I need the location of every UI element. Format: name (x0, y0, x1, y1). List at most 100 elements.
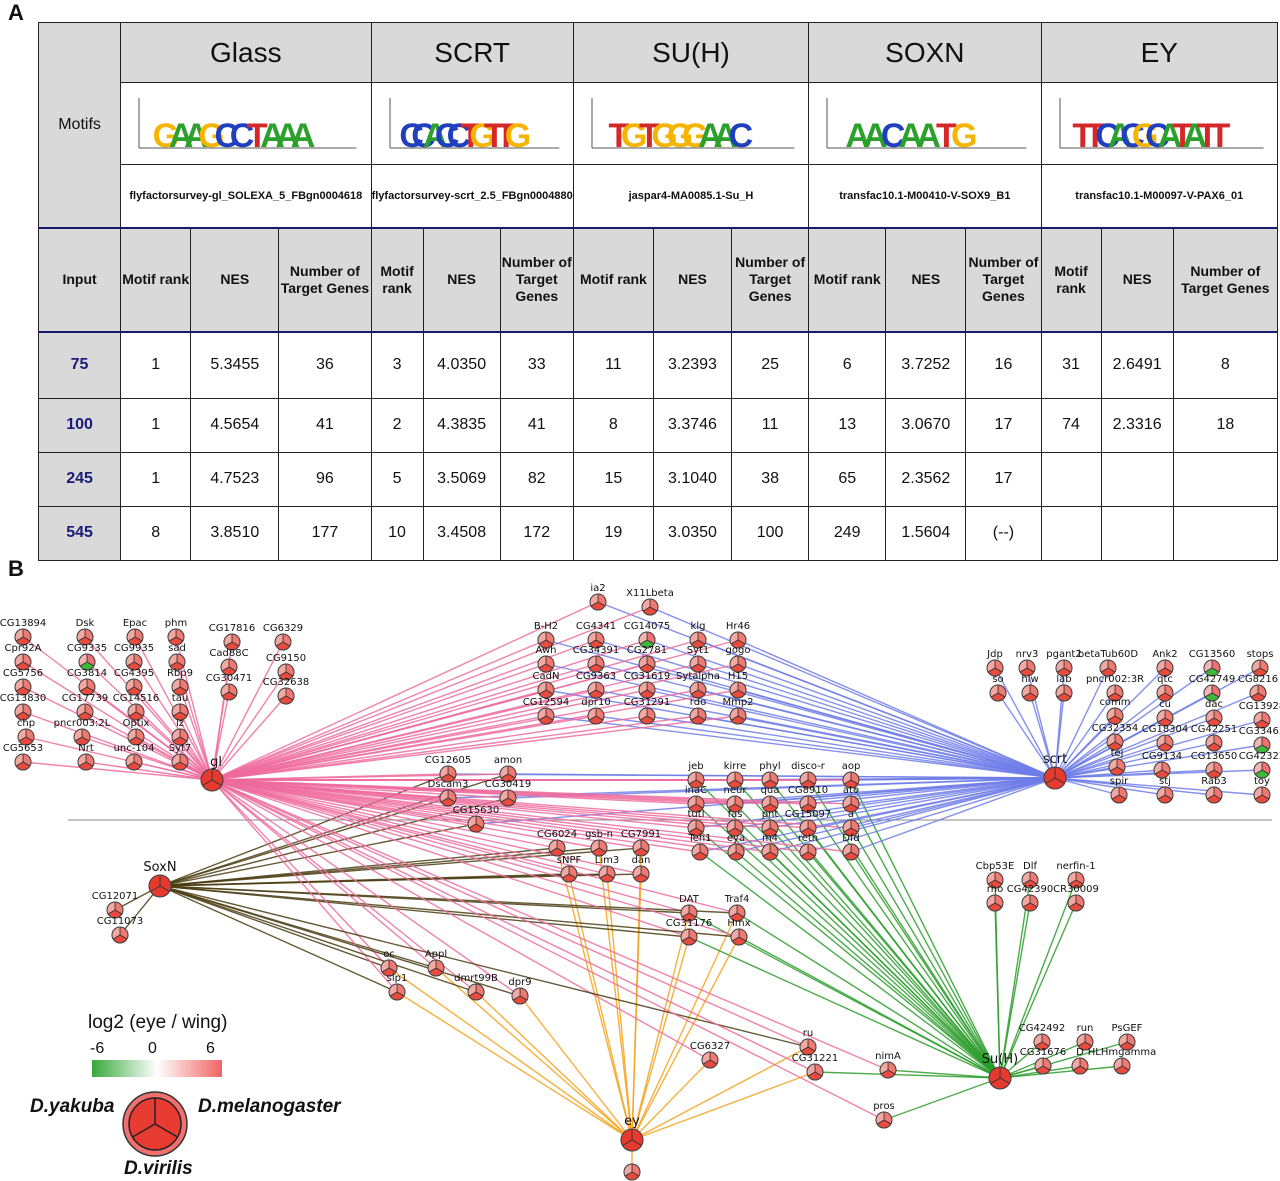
gene-node (467, 983, 485, 1001)
regulatory-edge (999, 879, 1077, 1079)
table-cell: 3.3746 (652, 397, 733, 453)
gene-label: CG14516 (113, 693, 160, 704)
gene-node (1153, 761, 1171, 779)
logo-letter: A (899, 117, 924, 155)
gene-node (1071, 1057, 1089, 1075)
hub-node (148, 874, 172, 898)
table-cell: 2 (370, 397, 424, 453)
gene-label: lab (1056, 674, 1071, 685)
logo-letter: T (1172, 117, 1193, 155)
regulatory-edge (1054, 715, 1116, 779)
gene-label: Mmp2 (722, 697, 753, 708)
gene-label: CG13894 (0, 618, 46, 629)
table-cell (1172, 451, 1279, 507)
species-virilis: D.virilis (124, 1158, 193, 1179)
table-cell: 15 (572, 451, 654, 507)
logo-letter: G (469, 117, 495, 155)
gene-label: Hr46 (726, 621, 750, 632)
gene-label: dac (1205, 699, 1223, 710)
gene-label: PsGEF (1112, 1023, 1143, 1034)
gene-node (689, 707, 707, 725)
regulatory-edge (211, 663, 597, 781)
regulatory-edge (850, 851, 1001, 1079)
gene-node (799, 795, 817, 813)
gene-label: CG9335 (67, 643, 107, 654)
table-cell: 31 (1040, 331, 1102, 399)
hub-label: SoxN (143, 860, 176, 875)
regulatory-edge (211, 641, 284, 781)
regulatory-edge (631, 873, 642, 1141)
gene-label: CG9363 (576, 671, 616, 682)
regulatory-edge (435, 967, 633, 1141)
gene-label: gogo (726, 645, 751, 656)
table-cell: (--) (965, 505, 1042, 562)
gene-node (1108, 758, 1126, 776)
gene-label: CG15630 (453, 805, 500, 816)
gene-label: run (1077, 1023, 1094, 1034)
table-cell: 3.0350 (652, 505, 733, 562)
regulatory-edge (737, 663, 1056, 779)
gene-node (729, 681, 747, 699)
gene-node (1018, 659, 1036, 677)
gene-node (879, 1061, 897, 1079)
regulatory-edge (1054, 777, 1263, 796)
gene-node (1156, 684, 1174, 702)
legend-tick-mid: 0 (148, 1040, 157, 1057)
gene-node (1055, 659, 1073, 677)
gene-label: CG9935 (114, 643, 154, 654)
gene-node (78, 678, 96, 696)
gene-label: CG6329 (263, 623, 303, 634)
gene-node (78, 653, 96, 671)
regulatory-edge (994, 667, 1056, 779)
gene-label: CG18304 (1142, 724, 1189, 735)
gene-label: CG8216 (1238, 674, 1278, 685)
gene-label: Dfd (842, 833, 860, 844)
gene-label: CG13650 (1191, 751, 1238, 762)
logo-letter: C (411, 117, 436, 155)
regulatory-edge (211, 779, 558, 849)
gene-label: stops (1247, 649, 1274, 660)
gene-label: Dscam3 (428, 779, 469, 790)
gene-label: nrv3 (1016, 649, 1039, 660)
gene-node (548, 839, 566, 857)
regulatory-edge (22, 761, 213, 781)
motif-id-soxn: transfac10.1-M00410-V-SOX9_B1 (808, 164, 1042, 229)
gene-node (537, 631, 555, 649)
regulatory-edge (999, 902, 1077, 1079)
regulatory-edge (86, 661, 213, 781)
gene-label: CG13560 (1189, 649, 1236, 660)
regulatory-edge (850, 779, 1001, 1079)
gene-node (537, 655, 555, 673)
regulatory-edge (211, 779, 600, 849)
motif-id-suh: jaspar4-MA0085.1-Su_H (572, 164, 810, 229)
gene-label: CG9134 (1142, 751, 1182, 762)
gene-label: CG4341 (576, 621, 616, 632)
rank-header: Motif rank (120, 226, 192, 334)
gene-label: sad (168, 643, 186, 654)
gene-node (799, 771, 817, 789)
gene-label: CG7991 (621, 829, 661, 840)
motifs-label-cell: Motifs (37, 21, 122, 229)
gene-node (511, 987, 529, 1005)
gene-node (560, 865, 578, 883)
gene-node (1203, 684, 1221, 702)
gene-node (171, 703, 189, 721)
gene-label: sNPF (557, 855, 582, 866)
logo-letter: C (230, 117, 255, 155)
regulatory-edge (697, 689, 1056, 779)
gene-node (1249, 684, 1267, 702)
table-cell: 4.7523 (190, 451, 280, 507)
regulatory-edge (211, 715, 699, 781)
regulatory-edge (737, 689, 1056, 779)
gene-label: CG15097 (785, 809, 832, 820)
gene-node (1251, 659, 1269, 677)
regulatory-edge (887, 1069, 1001, 1079)
regulatory-edge (475, 991, 633, 1141)
gene-label: dpr9 (508, 977, 531, 988)
gene-label: qtc (1157, 674, 1173, 685)
panel-b-label: B (8, 556, 24, 581)
gene-label: pros (873, 1101, 895, 1112)
